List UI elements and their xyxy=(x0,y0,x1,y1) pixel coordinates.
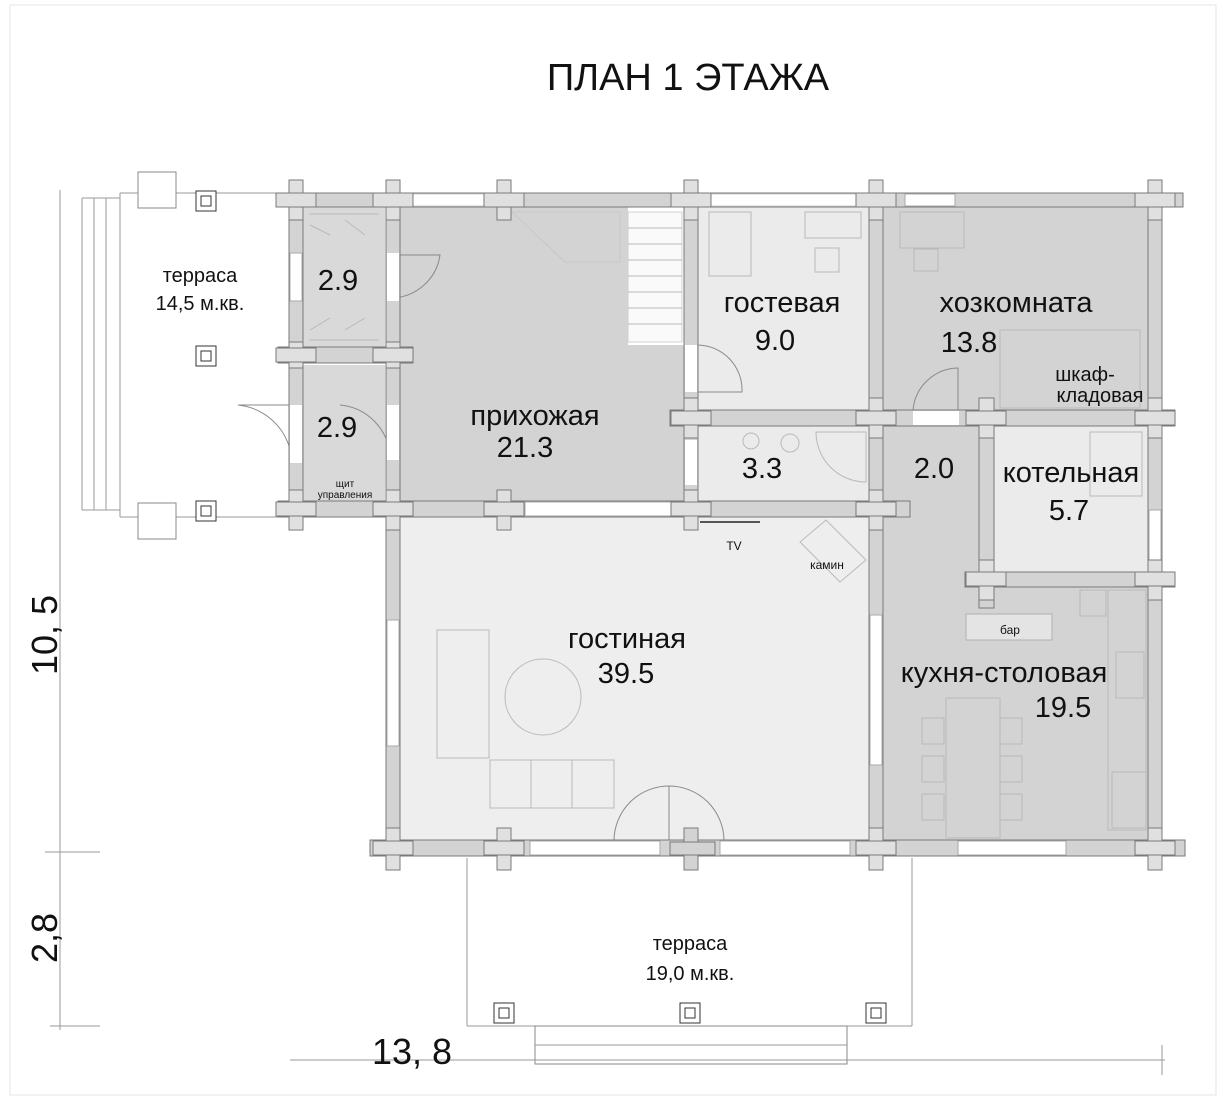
terrace-left-area: 14,5 м.кв. xyxy=(156,293,245,315)
boiler-name: котельная xyxy=(1003,457,1140,489)
furniture xyxy=(309,211,1147,839)
room-fills xyxy=(303,207,1148,840)
log-posts xyxy=(275,179,1176,871)
panel-label-line1: щит xyxy=(336,479,355,490)
corridor-area: 2.0 xyxy=(914,453,954,485)
guest-name: гостевая xyxy=(724,287,841,319)
bathroom-area: 3.3 xyxy=(742,453,782,485)
dimension-depth-main: 10, 5 xyxy=(24,595,65,675)
utility-name: хозкомната xyxy=(940,287,1094,319)
wardrobe-label-line1: шкаф- xyxy=(1055,364,1114,386)
living-area: 39.5 xyxy=(598,658,654,690)
utility-area: 13.8 xyxy=(941,327,997,359)
openings xyxy=(289,193,1162,856)
doors xyxy=(237,254,959,841)
tv-label: TV xyxy=(726,539,741,553)
bar-label: бар xyxy=(1000,623,1020,637)
dimension-depth-terrace: 2,8 xyxy=(24,913,65,963)
terrace-bottom-name: терраса xyxy=(653,933,728,955)
kitchen-name: кухня-столовая xyxy=(901,657,1108,689)
hall-area: 21.3 xyxy=(497,432,553,464)
guest-area: 9.0 xyxy=(755,325,795,357)
terrace-left-name: терраса xyxy=(163,265,238,287)
plan-title: ПЛАН 1 ЭТАЖА xyxy=(547,57,830,99)
staircase xyxy=(510,211,683,343)
terrace-left xyxy=(81,171,292,540)
panel-label-line2: управления xyxy=(318,490,373,501)
dimension-width: 13, 8 xyxy=(372,1031,452,1072)
closet-top-area: 2.9 xyxy=(318,265,358,297)
living-name: гостиная xyxy=(568,623,686,655)
dimension-lines xyxy=(45,190,1165,1075)
wardrobe-label-line2: кладовая xyxy=(1057,385,1144,407)
closet-bottom-area: 2.9 xyxy=(317,412,357,444)
terrace-bottom xyxy=(466,858,913,1065)
boiler-area: 5.7 xyxy=(1049,495,1089,527)
hall-name: прихожая xyxy=(470,400,599,432)
kitchen-area: 19.5 xyxy=(1035,692,1091,724)
terrace-bottom-area: 19,0 м.кв. xyxy=(646,963,735,985)
fireplace-label: камин xyxy=(810,558,844,572)
